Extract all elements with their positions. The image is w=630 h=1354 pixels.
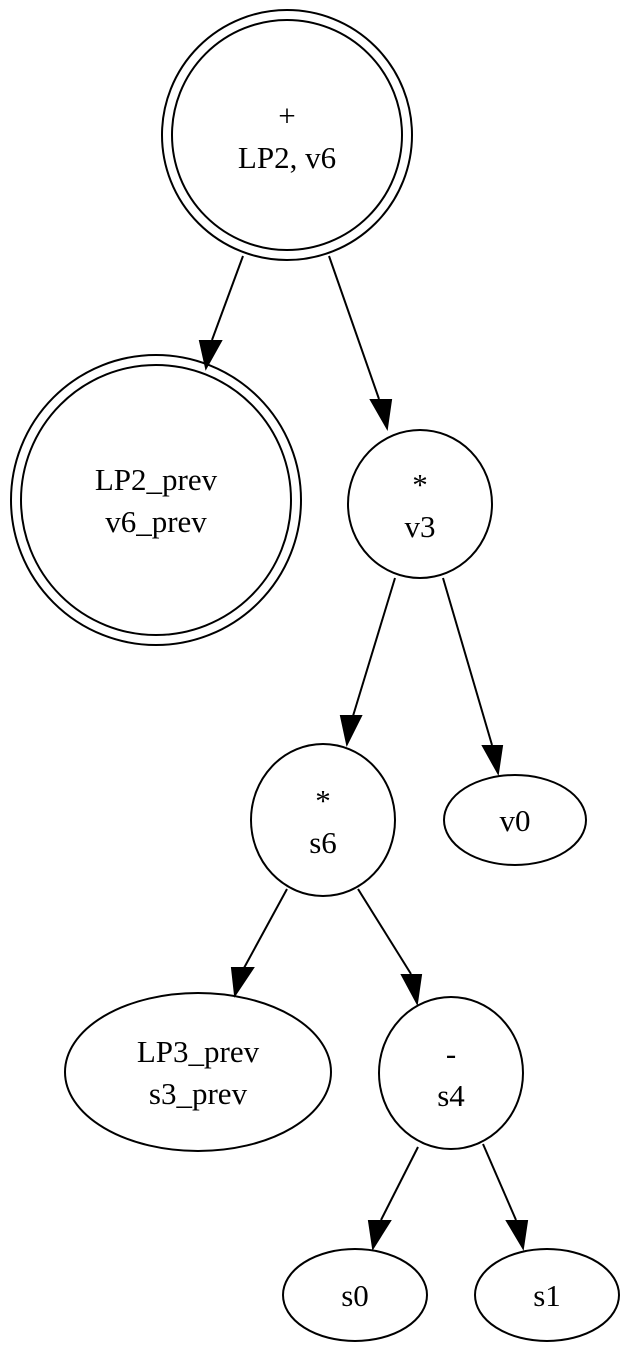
edge-minus-s4-to-s0 <box>367 1146 419 1251</box>
node-lp3-prev-line2: s3_prev <box>149 1076 248 1111</box>
edge-minus-s4-to-s1 <box>482 1143 529 1251</box>
node-minus-s4-operator: - <box>446 1036 456 1071</box>
node-mul-s6-operator: * <box>315 783 331 818</box>
edge-plus-to-mul-v3 <box>328 255 393 432</box>
node-s1: s1 <box>474 1248 620 1342</box>
node-plus-operator: + <box>278 98 295 133</box>
node-s1-label: s1 <box>533 1278 561 1313</box>
node-s0-label: s0 <box>341 1278 369 1313</box>
node-lp3-prev-line1: LP3_prev <box>137 1034 260 1069</box>
node-s0: s0 <box>282 1248 428 1342</box>
edge-mul-v3-to-v0 <box>442 577 504 777</box>
node-minus-s4: - s4 <box>378 996 524 1150</box>
node-minus-s4-variable: s4 <box>437 1078 465 1113</box>
node-mul-v3-variable: v3 <box>405 509 436 544</box>
edges <box>198 255 529 1251</box>
node-v0: v0 <box>443 774 587 866</box>
edge-mul-s6-to-lp3-prev <box>230 888 288 998</box>
node-lp3-prev: LP3_prev s3_prev <box>64 992 332 1152</box>
node-mul-s6-variable: s6 <box>309 825 337 860</box>
node-lp2-prev-line2: v6_prev <box>105 504 207 539</box>
node-mul-s6: * s6 <box>250 743 396 897</box>
node-lp2-prev: LP2_prev v6_prev <box>10 354 302 646</box>
edge-mul-v3-to-mul-s6 <box>339 577 396 747</box>
node-plus: + LP2, v6 <box>161 9 413 261</box>
node-mul-v3: * v3 <box>347 429 493 579</box>
edge-plus-to-lp2-prev <box>198 255 244 371</box>
node-plus-variables: LP2, v6 <box>238 140 336 175</box>
node-lp2-prev-line1: LP2_prev <box>95 462 218 497</box>
edge-mul-s6-to-minus-s4 <box>357 888 423 1007</box>
node-mul-v3-operator: * <box>412 467 428 502</box>
node-v0-label: v0 <box>500 803 531 838</box>
